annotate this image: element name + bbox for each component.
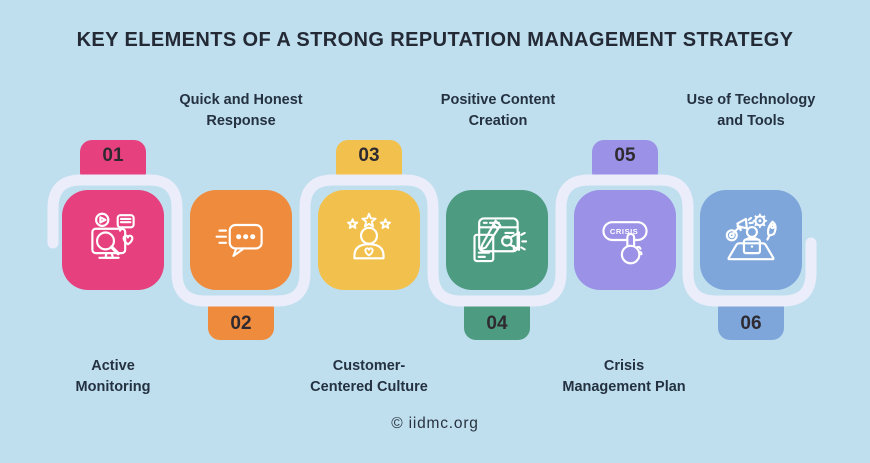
number-tab-03: 03 bbox=[336, 140, 402, 184]
page-title: KEY ELEMENTS OF A STRONG REPUTATION MANA… bbox=[76, 29, 794, 51]
label-line: Quick and Honest bbox=[179, 92, 303, 108]
item-box-quick-response bbox=[190, 190, 292, 290]
number-text: 02 bbox=[230, 313, 252, 334]
item-box-customer-culture bbox=[318, 190, 420, 290]
item-box-active-monitoring bbox=[62, 190, 164, 290]
number-tab-01: 01 bbox=[80, 140, 146, 184]
chat-response-icon bbox=[215, 223, 263, 258]
item-box-content-creation bbox=[446, 190, 548, 290]
label-line: Positive Content bbox=[440, 92, 556, 108]
label-line: Customer- bbox=[332, 358, 406, 374]
item-label-content-creation: Positive Content Creation bbox=[441, 90, 555, 132]
number-text: 06 bbox=[740, 313, 762, 334]
crisis-button-icon: CRISIS bbox=[602, 221, 648, 265]
number-tab-06: 06 bbox=[718, 296, 784, 340]
item-label-crisis-plan: Crisis Management Plan bbox=[562, 356, 685, 398]
number-tab-04: 04 bbox=[464, 296, 530, 340]
technology-tools-icon bbox=[725, 213, 777, 261]
number-tab-05: 05 bbox=[592, 140, 658, 184]
connector-line bbox=[47, 174, 817, 307]
number-tab-02: 02 bbox=[208, 296, 274, 340]
item-box-crisis-plan: CRISIS bbox=[574, 190, 676, 290]
item-label-active-monitoring: Active Monitoring bbox=[76, 356, 151, 398]
item-box-technology-tools bbox=[700, 190, 802, 290]
label-line: Response bbox=[206, 113, 276, 129]
number-text: 04 bbox=[486, 313, 508, 334]
item-label-quick-response: Quick and Honest Response bbox=[179, 90, 302, 132]
social-monitoring-icon bbox=[91, 212, 135, 259]
footer-credit: © iidmc.org bbox=[391, 415, 479, 432]
number-text: 03 bbox=[358, 145, 380, 166]
item-label-customer-culture: Customer- Centered Culture bbox=[310, 356, 428, 398]
label-line: Active bbox=[91, 358, 135, 374]
content-creation-icon bbox=[473, 217, 527, 263]
label-line: Management Plan bbox=[562, 379, 686, 395]
number-text: 01 bbox=[102, 145, 124, 166]
label-line: Centered Culture bbox=[310, 379, 428, 395]
label-line: and Tools bbox=[717, 113, 785, 129]
label-line: Monitoring bbox=[75, 379, 151, 395]
customer-person-icon bbox=[347, 212, 392, 260]
number-text: 05 bbox=[614, 145, 636, 166]
label-line: Use of Technology bbox=[686, 92, 816, 108]
label-line: Creation bbox=[468, 113, 528, 129]
item-label-technology-tools: Use of Technology and Tools bbox=[687, 90, 816, 132]
label-line: Crisis bbox=[603, 358, 645, 374]
